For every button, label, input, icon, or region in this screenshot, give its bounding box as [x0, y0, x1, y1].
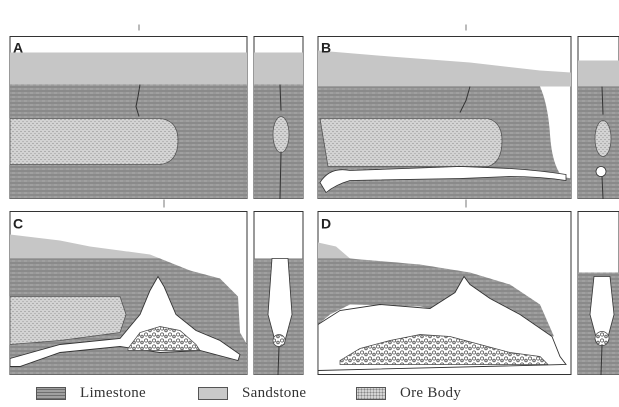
panel-b-label: B [321, 40, 331, 56]
panel-a-label: A [13, 40, 23, 56]
panel-a-sandstone-cap [10, 53, 247, 85]
panel-c: C [10, 212, 303, 375]
panel-b: B [318, 37, 619, 199]
panel-d: D [318, 212, 619, 375]
panel-c-section-breccia [273, 335, 285, 347]
legend: Limestone Sandstone Ore Body [0, 378, 619, 407]
legend-label-sandstone: Sandstone [242, 385, 306, 402]
sandstone-swatch [198, 387, 228, 400]
panel-b-section-void [596, 167, 606, 177]
panel-b-section-ore [595, 121, 611, 157]
legend-label-limestone: Limestone [80, 385, 146, 402]
legend-item-limestone: Limestone [36, 384, 146, 402]
legend-item-ore-body: Ore Body [356, 384, 461, 402]
ore-body-swatch [356, 387, 386, 400]
limestone-swatch [36, 387, 66, 400]
panel-a: A [10, 37, 303, 199]
panel-d-label: D [321, 216, 331, 232]
panel-a-section-ore [273, 117, 289, 153]
legend-label-ore-body: Ore Body [400, 385, 461, 402]
panel-d-section-breccia [595, 332, 609, 346]
panel-c-label: C [13, 216, 23, 232]
panel-a-ore-body [10, 119, 178, 165]
panel-b-ore-body [320, 119, 502, 167]
legend-item-sandstone: Sandstone [198, 384, 306, 402]
